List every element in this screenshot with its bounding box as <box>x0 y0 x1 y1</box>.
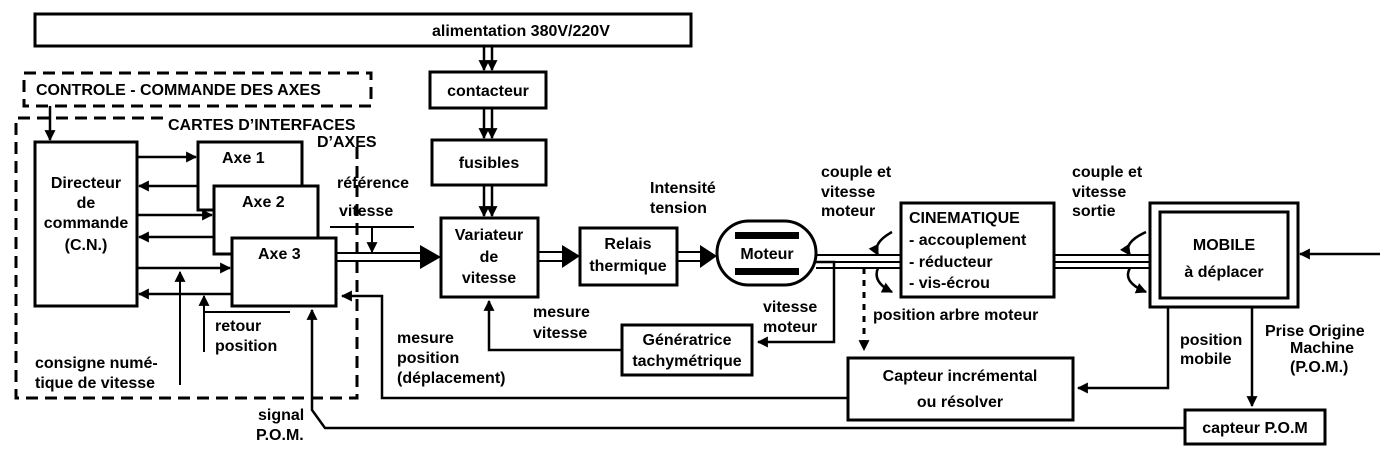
kinematics-line-2: - accouplement <box>909 232 1027 249</box>
pom-signal-line2: P.O.M. <box>256 427 304 444</box>
position-feedback-line2: position <box>215 338 277 355</box>
pom-sensor-block: capteur P.O.M <box>1183 408 1327 446</box>
tachometer-block: Génératrice tachymétrique <box>620 323 754 377</box>
drive-to-relay-link <box>538 245 580 268</box>
mobile-line-2: à déplacer <box>1184 264 1263 281</box>
machine-origin-line3: (P.O.M.) <box>1290 359 1348 376</box>
numeric-setpoint-line2: tique de vitesse <box>35 375 155 392</box>
motor-torque-speed-label: couple et vitesse moteur <box>821 164 892 220</box>
position-measure-line3: (déplacement) <box>397 370 505 387</box>
speed-measure-line1: mesure <box>533 304 590 321</box>
output-torque-speed-label: couple et vitesse sortie <box>1072 164 1143 220</box>
position-feedback-line1: retour <box>215 318 261 335</box>
cnc-line-2: de <box>77 195 96 212</box>
pom-sensor-label: capteur P.O.M <box>1202 420 1308 437</box>
position-feedback-label: retour position <box>204 311 290 355</box>
kinematics-to-mobile-link <box>1054 230 1150 294</box>
speed-reference-link: référence vitesse <box>330 175 441 269</box>
position-measure-line1: mesure <box>397 330 454 347</box>
tacho-line-1: Génératrice <box>643 332 732 349</box>
cnc-axis-links <box>137 151 232 300</box>
kinematics-line-4: - vis-écrou <box>909 275 990 292</box>
axis-control-box: CONTROLE - COMMANDE DES AXES <box>22 71 373 108</box>
motor-torque-line2: vitesse <box>821 184 875 201</box>
supply-bar: alimentation 380V/220V <box>33 12 693 48</box>
moving-position-line1: position <box>1180 332 1242 349</box>
pom-signal-link: signal P.O.M. <box>256 308 1185 444</box>
fuses-block: fusibles <box>430 138 548 187</box>
contactor-label: contacteur <box>447 83 529 100</box>
contactor-block: contacteur <box>428 70 548 110</box>
speed-measure-feedback: mesure vitesse <box>483 299 622 352</box>
numeric-setpoint-arrows <box>174 270 210 385</box>
output-torque-line2: vitesse <box>1072 184 1126 201</box>
machine-origin-line1: Prise Origine <box>1265 323 1365 340</box>
tacho-line-2: tachymétrique <box>632 353 741 370</box>
numeric-setpoint-line1: consigne numé- <box>35 355 158 372</box>
encoder-block: Capteur incrémental ou résolver <box>846 356 1075 422</box>
output-torque-line3: sortie <box>1072 203 1116 220</box>
axe3-block: Axe 3 <box>230 236 338 308</box>
motor-speed-line2: moteur <box>763 319 817 336</box>
drive-line-3: vitesse <box>462 270 516 287</box>
moving-position-line2: mobile <box>1180 351 1232 368</box>
mobile-line-1: MOBILE <box>1193 237 1256 254</box>
speed-reference-line2: vitesse <box>339 203 393 220</box>
current-voltage-label: Intensité tension <box>650 180 716 217</box>
numeric-setpoint-label: consigne numé- tique de vitesse <box>35 355 158 392</box>
supply-label: alimentation 380V/220V <box>432 23 610 40</box>
encoder-line-1: Capteur incrémental <box>883 368 1038 385</box>
speed-measure-line2: vitesse <box>533 325 587 342</box>
motor-speed-feedback: vitesse moteur <box>756 260 836 348</box>
machine-origin-line2: Machine <box>1290 340 1354 357</box>
fuses-label: fusibles <box>459 155 520 172</box>
kinematics-line-3: - réducteur <box>909 254 993 271</box>
position-measure-feedback: mesure position (déplacement) <box>340 290 848 400</box>
moving-part-block: MOBILE à déplacer <box>1148 201 1300 309</box>
axe1-label: Axe 1 <box>222 150 265 167</box>
motor-torque-line3: moteur <box>821 203 875 220</box>
motor-block: Moteur <box>715 219 818 287</box>
cnc-line-3: commande <box>44 215 129 232</box>
cnc-line-4: (C.N.) <box>65 237 108 254</box>
power-feed-arrows <box>478 46 498 218</box>
current-voltage-line1: Intensité <box>650 180 716 197</box>
pom-link: Prise Origine Machine (P.O.M.) <box>1246 307 1365 408</box>
motor-shaft-position-link: position arbre moteur <box>858 268 1038 352</box>
kinematics-line-1: CINEMATIQUE <box>909 210 1020 227</box>
relay-line-1: Relais <box>604 236 651 253</box>
drive-line-1: Variateur <box>455 227 523 244</box>
axe3-label: Axe 3 <box>258 246 301 263</box>
thermal-relay-block: Relais thermique <box>578 226 679 287</box>
motor-shaft-position-label: position arbre moteur <box>873 307 1038 324</box>
cnc-director-block: Directeur de commande (C.N.) <box>33 140 139 308</box>
axe2-label: Axe 2 <box>242 194 285 211</box>
interface-cards-region: CARTES D’INTERFACES D’AXES <box>14 116 377 400</box>
moving-position-link: position mobile <box>1076 307 1242 394</box>
kinematics-block: CINEMATIQUE - accouplement - réducteur -… <box>899 201 1056 299</box>
cnc-line-1: Directeur <box>51 175 121 192</box>
speed-drive-block: Variateur de vitesse <box>439 216 540 299</box>
interface-cards-line2: D’AXES <box>317 134 377 151</box>
interface-cards-line1: CARTES D’INTERFACES <box>168 117 356 134</box>
drive-line-2: de <box>480 249 499 266</box>
position-measure-line2: position <box>397 350 459 367</box>
pom-signal-line1: signal <box>258 407 304 424</box>
speed-reference-line1: référence <box>337 175 409 192</box>
relay-to-motor-link <box>677 245 717 268</box>
encoder-line-2: ou résolver <box>917 394 1003 411</box>
axis-control-label: CONTROLE - COMMANDE DES AXES <box>36 82 321 99</box>
motor-label: Moteur <box>740 246 793 263</box>
motor-speed-line1: vitesse <box>763 299 817 316</box>
current-voltage-line2: tension <box>650 200 707 217</box>
output-torque-line1: couple et <box>1072 164 1143 181</box>
motor-torque-line1: couple et <box>821 164 892 181</box>
relay-line-2: thermique <box>589 258 666 275</box>
